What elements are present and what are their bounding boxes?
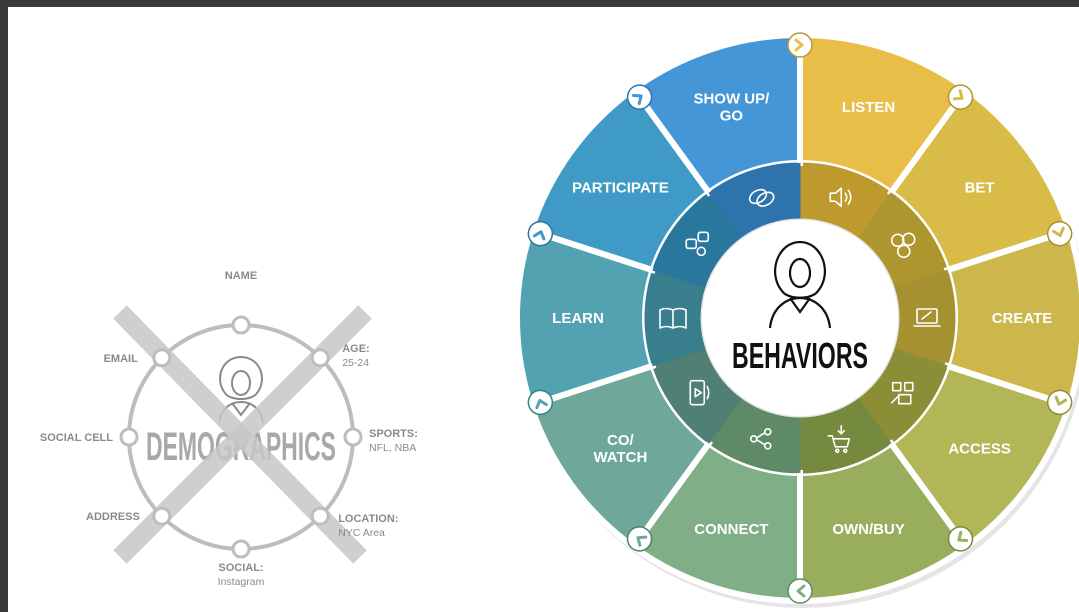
segment-label: CO/ — [607, 432, 635, 449]
segment-label: CREATE — [992, 310, 1053, 327]
coins-icon — [890, 232, 916, 259]
chevron-icon — [947, 84, 974, 110]
chevron-icon — [1046, 220, 1073, 247]
behaviors-title: BEHAVIORS — [732, 335, 868, 376]
chevron-icon — [626, 84, 653, 110]
segment-label: WATCH — [593, 449, 647, 466]
social-icon — [685, 231, 710, 257]
demographics-node — [119, 427, 139, 447]
demographics-node — [310, 506, 330, 526]
phone-play-icon — [689, 379, 710, 406]
segment-label: SHOW UP/ — [693, 90, 770, 107]
chevron-icon — [1046, 389, 1073, 416]
chevron-icon — [527, 389, 554, 416]
demographics-node-label: NAME — [225, 270, 257, 282]
laptop-edit-icon — [913, 308, 941, 327]
segment-label: ACCESS — [948, 440, 1011, 457]
segment-label: CONNECT — [694, 521, 768, 538]
person-icon — [768, 240, 832, 329]
share-icon — [749, 427, 772, 450]
demographics-node-label: SOCIAL CELL — [40, 432, 113, 444]
demographics-node-label: EMAIL — [104, 353, 139, 365]
behaviors-wheel: LISTEN BET CREATE ACCESS OWN/BUY CONNECT CO/WA… — [514, 31, 1079, 608]
speaker-icon — [829, 187, 852, 208]
segment-label: PARTICIPATE — [572, 180, 669, 197]
demographics-node — [231, 315, 251, 335]
cart-icon — [827, 424, 851, 454]
demographics-node-label: LOCATION: — [338, 513, 398, 525]
demographics-node-value: NYC Area — [338, 527, 385, 539]
segment-label: LISTEN — [842, 99, 895, 116]
segment-label: LEARN — [552, 310, 604, 327]
demographics-node — [152, 506, 172, 526]
devices-icon — [890, 381, 914, 405]
segment-label: BET — [965, 180, 995, 197]
demographics-node-label: ADDRESS — [86, 511, 140, 523]
demographics-node-value: NFL, NBA — [369, 442, 416, 454]
chevron-icon — [787, 32, 813, 58]
chevron-icon — [626, 526, 653, 552]
tickets-icon — [748, 188, 775, 207]
demographics-node-label: SOCIAL: — [218, 562, 263, 574]
book-icon — [659, 307, 687, 329]
chevron-icon — [527, 220, 554, 247]
demographics-node-label: SPORTS: — [369, 428, 418, 440]
center-circle — [702, 220, 898, 416]
segment-label: OWN/BUY — [832, 521, 905, 538]
demographics-node — [152, 348, 172, 368]
chevron-icon — [947, 526, 974, 552]
demographics-node-value: 25-24 — [342, 357, 369, 369]
demographics-node-label: AGE: — [342, 343, 370, 355]
demographics-node — [310, 348, 330, 368]
segment-label: GO — [720, 107, 744, 124]
demographics-node-value: Instagram — [218, 576, 265, 588]
demographics-node — [343, 427, 363, 447]
demographics-node — [231, 539, 251, 559]
chevron-icon — [787, 578, 813, 604]
